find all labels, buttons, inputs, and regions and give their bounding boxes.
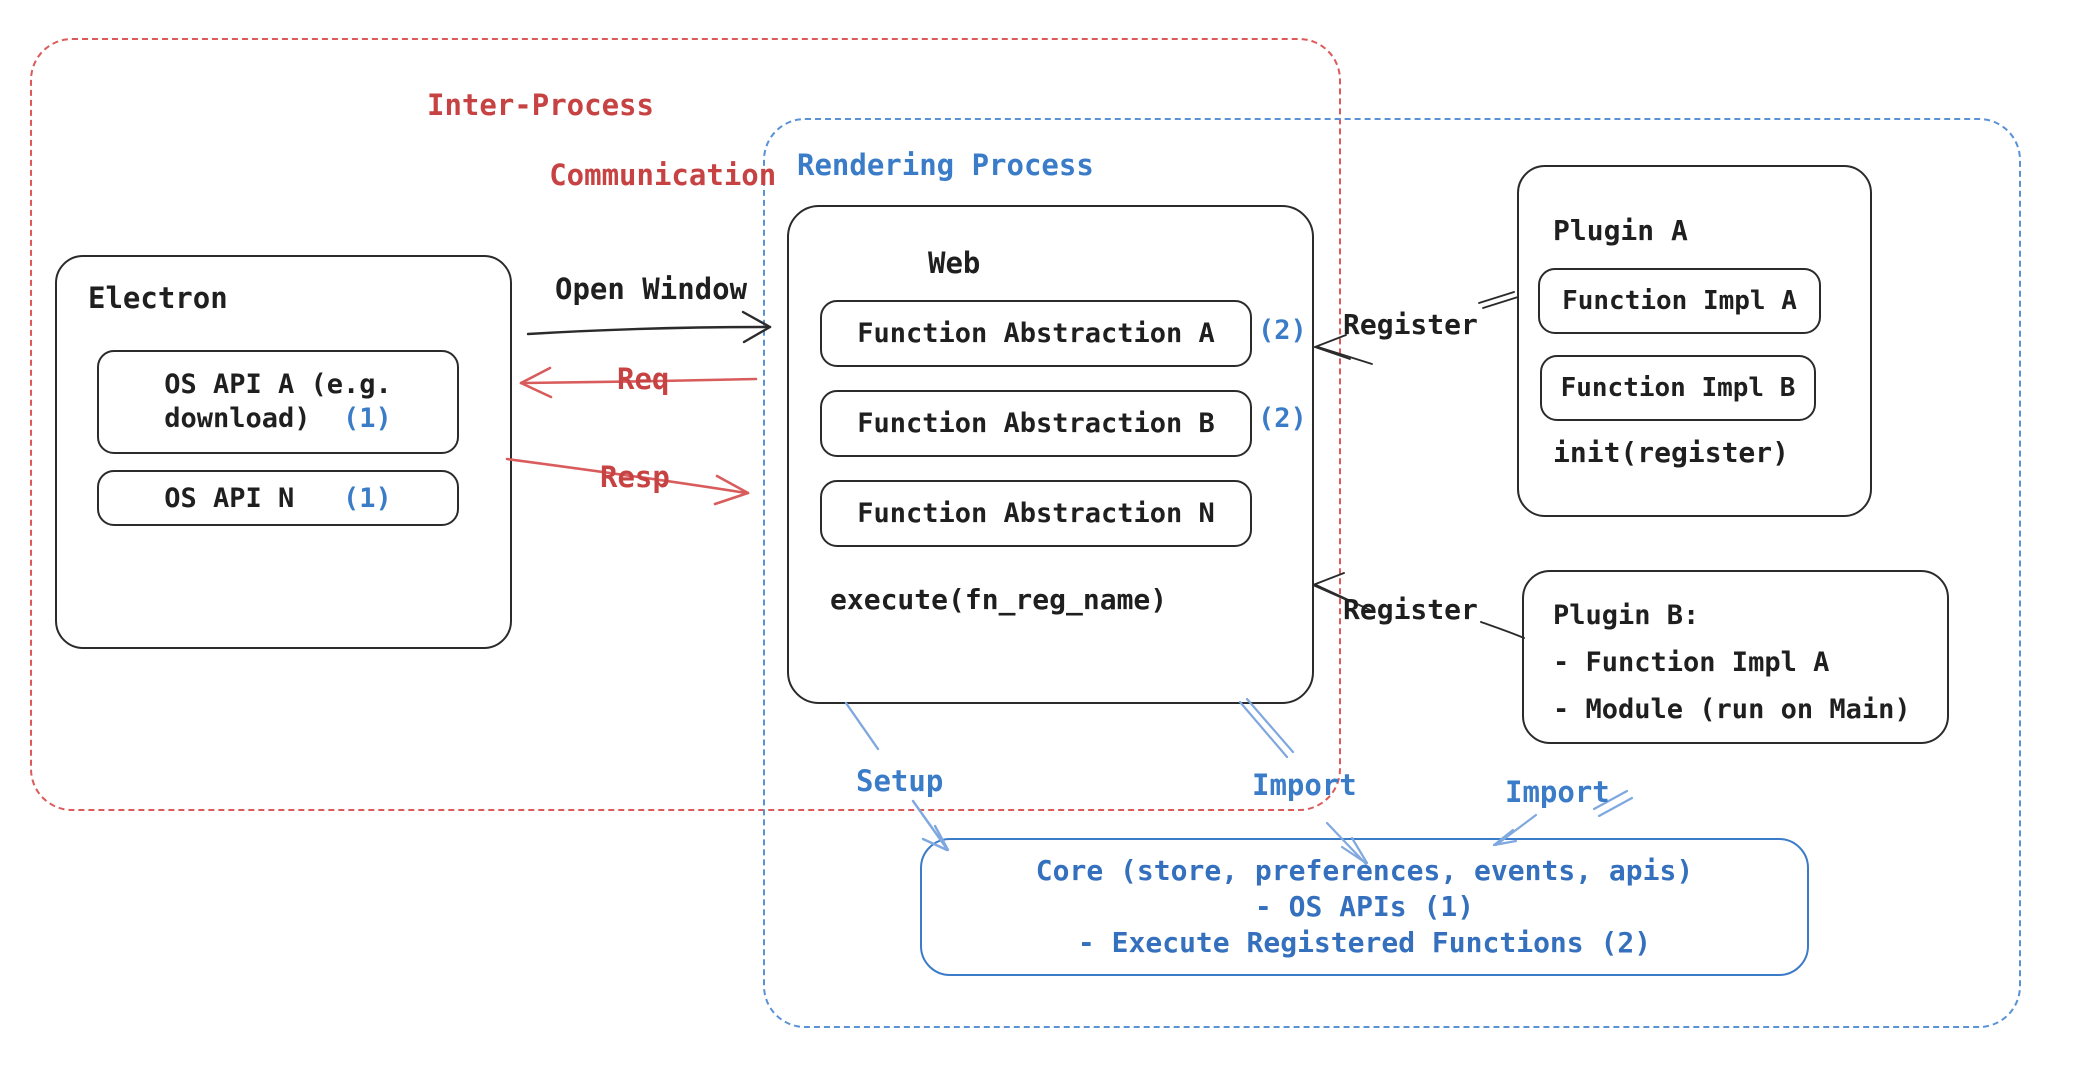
plugin-a-init-text: init(register) bbox=[1553, 436, 1790, 469]
os-api-a-line1: OS API A (e.g. bbox=[164, 369, 392, 400]
web-execute-text: execute(fn_reg_name) bbox=[830, 583, 1168, 616]
ipc-title-line1: Inter-Process bbox=[427, 88, 654, 122]
ipc-title-line2: Communication bbox=[549, 158, 777, 192]
setup-label: Setup bbox=[856, 764, 944, 798]
function-abstraction-n-box: Function Abstraction N bbox=[820, 480, 1252, 547]
req-label: Req bbox=[617, 362, 670, 396]
os-api-n-box: OS API N (1) bbox=[97, 470, 459, 526]
import-right-label: Import bbox=[1505, 775, 1610, 809]
os-api-a-line2-text: download) bbox=[164, 403, 311, 434]
core-line1: Core (store, preferences, events, apis) bbox=[1035, 854, 1694, 887]
plugin-a-box bbox=[1517, 165, 1872, 517]
plugin-a-impl-b-box: Function Impl B bbox=[1540, 355, 1816, 421]
rendering-process-frame bbox=[763, 118, 2021, 1028]
function-abstraction-b-note: (2) bbox=[1258, 403, 1307, 434]
plugin-b-line1: Plugin B: bbox=[1553, 600, 1700, 631]
plugin-b-text: Plugin B: - Function Impl A - Module (run … bbox=[1553, 592, 1911, 733]
core-line2: - OS APIs (1) bbox=[1254, 890, 1475, 923]
core-line3: - Execute Registered Functions (2) bbox=[1077, 926, 1652, 959]
os-api-a-box: OS API A (e.g. download) (1) bbox=[97, 350, 459, 454]
import-mid-label: Import bbox=[1252, 768, 1357, 802]
resp-label: Resp bbox=[600, 460, 670, 494]
rendering-process-title: Rendering Process bbox=[797, 148, 1094, 182]
ipc-group-title: Inter-Process Communication bbox=[427, 88, 776, 193]
function-abstraction-a-note: (2) bbox=[1258, 315, 1307, 346]
os-api-n-row: OS API N (1) bbox=[164, 483, 392, 514]
os-api-n-label: OS API N bbox=[164, 482, 295, 514]
plugin-b-line2: - Function Impl A bbox=[1553, 647, 1830, 678]
ipc-group-frame bbox=[30, 38, 1341, 811]
electron-title: Electron bbox=[88, 281, 228, 315]
os-api-n-note: (1) bbox=[343, 482, 392, 514]
register-top-label: Register bbox=[1343, 308, 1478, 341]
register-bottom-label: Register bbox=[1343, 593, 1478, 626]
function-abstraction-a-box: Function Abstraction A bbox=[820, 300, 1252, 367]
open-window-label: Open Window bbox=[555, 272, 748, 306]
plugin-a-title: Plugin A bbox=[1553, 214, 1688, 247]
plugin-b-line3: - Module (run on Main) bbox=[1553, 694, 1911, 725]
plugin-a-impl-a-box: Function Impl A bbox=[1538, 268, 1821, 334]
core-box: Core (store, preferences, events, apis) … bbox=[920, 838, 1809, 976]
web-title: Web bbox=[928, 246, 981, 280]
os-api-a-line2: download) (1) bbox=[164, 402, 392, 436]
function-abstraction-b-box: Function Abstraction B bbox=[820, 390, 1252, 457]
os-api-a-note: (1) bbox=[343, 403, 392, 434]
plugin-b-box bbox=[1522, 570, 1949, 744]
